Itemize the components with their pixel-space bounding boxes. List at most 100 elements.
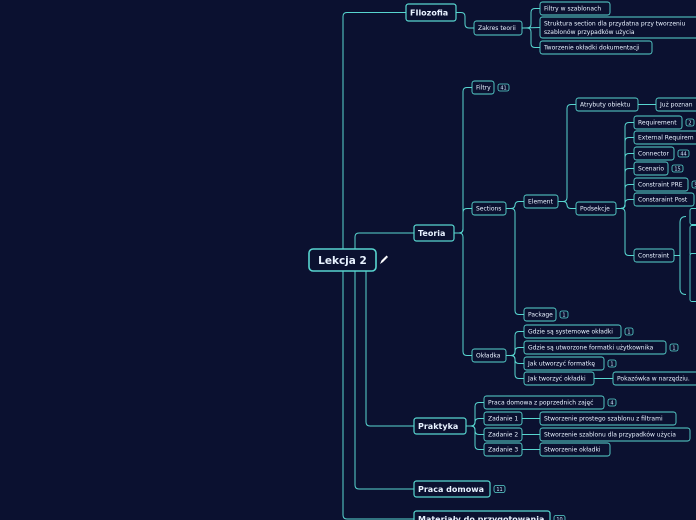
node-gdzie-systemowe[interactable]: Gdzie są systemowe okładki — [523, 324, 622, 339]
node-zadanie-2[interactable]: Zadanie 2 — [483, 427, 523, 442]
node-tworzenie-okladki-dok[interactable]: Tworzenie okładki dokumentacji — [539, 40, 653, 55]
node-box — [633, 146, 675, 161]
node-label: Jak utworzyć formatkę — [527, 361, 595, 368]
node-box — [523, 194, 559, 209]
node-label: Praca domowa z poprzednich zajęć — [488, 400, 593, 407]
node-box — [471, 348, 507, 363]
node-juz-poznane[interactable]: Już poznan — [655, 97, 696, 112]
connector-zakres_teorii-tworzenie_okladki_dok — [522, 27, 540, 48]
node-zakres-teorii[interactable]: Zakres teorii — [473, 20, 523, 36]
node-box — [308, 248, 377, 272]
node-label: Pokazówka w narzędziu. — [617, 376, 690, 383]
node-label: Constaraint Post — [638, 197, 688, 204]
node-root[interactable]: Lekcja 2 — [308, 248, 377, 272]
node-sections[interactable]: Sections — [471, 201, 507, 216]
count-badge: 1 — [559, 310, 569, 319]
node-okladka[interactable]: Okładka — [471, 348, 507, 363]
node-box — [523, 371, 595, 386]
constraint-child-box[interactable] — [689, 253, 696, 302]
connector-sections-package — [506, 208, 524, 315]
node-label: Już poznan — [659, 102, 693, 109]
node-scenario[interactable]: Scenario — [633, 161, 669, 176]
node-praca-domowa-poprzednich[interactable]: Praca domowa z poprzednich zajęć — [483, 395, 605, 410]
svg-text:5: 5 — [694, 182, 696, 188]
node-label: Zakres teorii — [478, 25, 516, 32]
node-stworzenie-okladki[interactable]: Stworzenie okładki — [539, 442, 611, 457]
node-label: Gdzie są utworzone formatki użytkownika — [528, 345, 654, 352]
connector-okladka-jak_tworzyc_okladki — [506, 355, 524, 379]
node-label: Zadanie 2 — [488, 432, 518, 439]
edit-pencil-icon[interactable] — [380, 255, 388, 265]
count-badge: 1 — [607, 359, 617, 368]
node-materialy[interactable]: Materiały do przygotowania — [413, 510, 551, 520]
node-stworzenie-prostego-szablonu[interactable]: Stworzenie prostego szablonu z filtrami — [539, 411, 677, 426]
node-constraint[interactable]: Constraint — [633, 248, 675, 263]
node-teoria[interactable]: Teoria — [413, 224, 455, 242]
node-box — [413, 417, 467, 435]
node-label: Requirement — [638, 120, 677, 127]
node-podsekcje[interactable]: Podsekcje — [575, 201, 617, 216]
node-constraint-pre[interactable]: Constraint PRE — [633, 177, 689, 192]
node-label: Scenario — [638, 166, 664, 173]
node-label: Praktyka — [418, 422, 458, 431]
node-label: Materiały do przygotowania — [418, 515, 544, 520]
node-external-requirement[interactable]: External Requirem — [633, 130, 696, 145]
node-jak-tworzyc-okladki[interactable]: Jak tworzyć okładki — [523, 371, 595, 386]
svg-text:41: 41 — [500, 85, 506, 91]
count-badge: 2 — [685, 118, 695, 127]
node-filozofia[interactable]: FIlozofia — [405, 3, 457, 22]
node-praca-domowa[interactable]: Praca domowa — [413, 480, 491, 498]
node-box — [575, 97, 639, 112]
node-filtry-w-szablonach[interactable]: Filtry w szablonach — [539, 1, 611, 16]
connector-root-praca_domowa — [354, 271, 414, 490]
node-box — [539, 442, 611, 457]
node-label: Stworzenie szablonu dla przypadków użyci… — [544, 432, 676, 439]
count-badge: 1 — [669, 343, 679, 352]
node-connector[interactable]: Connector — [633, 146, 675, 161]
node-box — [413, 224, 455, 242]
constraint-child-box[interactable] — [689, 225, 696, 256]
svg-text:10: 10 — [556, 517, 562, 520]
node-label: Jak tworzyć okładki — [527, 376, 586, 383]
node-box — [523, 324, 622, 339]
node-label: Zadanie 3 — [488, 447, 518, 454]
node-box — [633, 130, 696, 145]
node-filtry[interactable]: Filtry — [471, 80, 495, 95]
node-atrybuty-obiektu[interactable]: Atrybuty obiektu — [575, 97, 639, 112]
node-label: Constraint — [638, 253, 670, 260]
connector-praktyka-zadanie_3 — [466, 425, 484, 450]
node-label: Filtry w szablonach — [544, 6, 601, 13]
node-struktura-section[interactable]: Struktura section dla przydatna przy two… — [539, 16, 696, 39]
svg-text:15: 15 — [674, 166, 680, 172]
connector-element-atrybuty_obiektu — [558, 104, 576, 202]
node-label: Okładka — [476, 353, 501, 360]
node-box — [633, 115, 683, 130]
node-zadanie-3[interactable]: Zadanie 3 — [483, 442, 523, 457]
node-box — [523, 307, 557, 322]
node-zadanie-1[interactable]: Zadanie 1 — [483, 411, 523, 426]
node-box — [539, 16, 696, 39]
node-praktyka[interactable]: Praktyka — [413, 417, 467, 435]
node-box — [483, 442, 523, 457]
constraint-child-box[interactable] — [689, 208, 696, 225]
node-constaraint-post[interactable]: Constaraint Post — [633, 192, 695, 207]
connector-constraint-children — [674, 216, 687, 295]
node-label: Podsekcje — [580, 206, 610, 213]
node-package[interactable]: Package — [523, 307, 557, 322]
node-element[interactable]: Element — [523, 194, 559, 209]
node-stworzenie-szablonu-przypadkow[interactable]: Stworzenie szablonu dla przypadków użyci… — [539, 427, 691, 442]
node-label: FIlozofia — [410, 8, 448, 17]
node-requirement[interactable]: Requirement — [633, 115, 683, 130]
svg-text:11: 11 — [496, 487, 502, 493]
count-badge: 10 — [553, 515, 566, 520]
node-label: Sections — [476, 206, 501, 213]
node-jak-utworzyc-formatke[interactable]: Jak utworzyć formatkę — [523, 356, 605, 371]
connector-filozofia-zakres_teorii — [456, 12, 474, 29]
svg-text:2: 2 — [688, 120, 691, 126]
node-box — [405, 3, 457, 22]
node-gdzie-utworzone[interactable]: Gdzie są utworzone formatki użytkownika — [523, 340, 667, 355]
node-label: Connector — [638, 151, 669, 158]
node-pokazowka[interactable]: Pokazówka w narzędziu. — [612, 371, 696, 386]
